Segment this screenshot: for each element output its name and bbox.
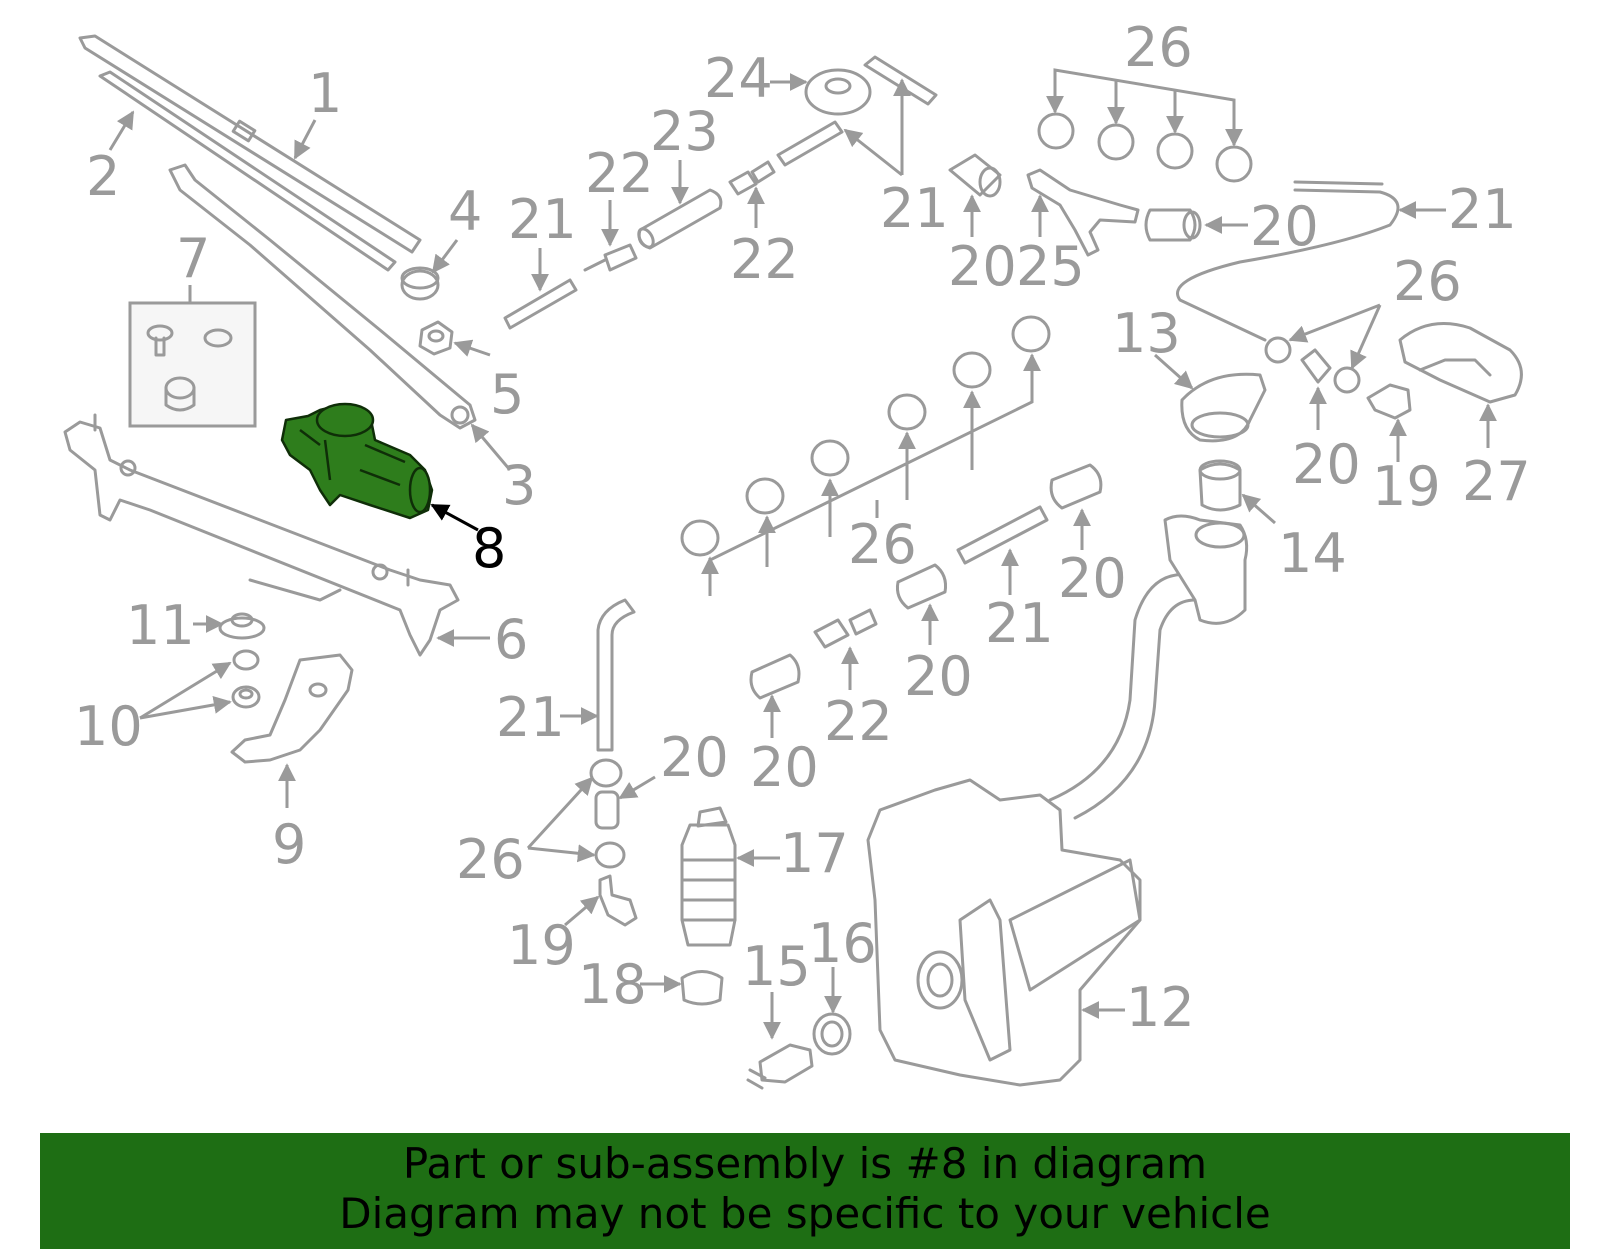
callout-1: 1 bbox=[308, 62, 342, 125]
cap-nut bbox=[400, 266, 440, 301]
callout-20-d: 20 bbox=[1058, 547, 1127, 610]
callout-10: 10 bbox=[74, 695, 143, 758]
clamps-26-top bbox=[1037, 112, 1253, 183]
grommet-top bbox=[218, 612, 266, 640]
long-hose-right bbox=[1176, 180, 1400, 342]
wiper-arm bbox=[168, 163, 477, 430]
check-valve-left bbox=[583, 243, 638, 272]
callout-22-a: 22 bbox=[585, 142, 654, 205]
mounting-bracket bbox=[230, 653, 354, 764]
elbow-19-left bbox=[598, 874, 638, 927]
coupler-20-top bbox=[948, 153, 1002, 198]
callout-22-b: 22 bbox=[730, 228, 799, 291]
callout-23: 23 bbox=[650, 100, 719, 163]
check-valve-right bbox=[728, 160, 776, 196]
callout-21-d: 21 bbox=[985, 592, 1054, 655]
callout-26-c: 26 bbox=[848, 513, 917, 576]
callout-26-a: 26 bbox=[1124, 16, 1193, 79]
banner-line-2: Diagram may not be specific to your vehi… bbox=[339, 1189, 1271, 1238]
clamp-26-lower bbox=[594, 841, 626, 869]
callout-21-a: 21 bbox=[508, 188, 577, 251]
callout-25: 25 bbox=[1016, 235, 1085, 298]
callout-20-f: 20 bbox=[750, 736, 819, 799]
neck-adapter-14 bbox=[1198, 459, 1242, 512]
hex-nut bbox=[418, 320, 454, 356]
callout-22-c: 22 bbox=[824, 690, 893, 753]
callout-21-b: 21 bbox=[880, 177, 949, 240]
connector-tube bbox=[637, 188, 723, 250]
callout-20-b: 20 bbox=[1250, 195, 1319, 258]
callout-26-d: 26 bbox=[456, 828, 525, 891]
clamp-26-right-a bbox=[1264, 336, 1292, 364]
banner-line-1: Part or sub-assembly is #8 in diagram bbox=[402, 1139, 1208, 1188]
wiper-blade bbox=[78, 34, 422, 272]
callout-20-g: 20 bbox=[660, 726, 729, 789]
callout-27: 27 bbox=[1462, 450, 1531, 513]
callout-6: 6 bbox=[494, 608, 528, 671]
coupler-20-mid bbox=[896, 563, 947, 610]
grommet-middle bbox=[232, 649, 260, 671]
leader-lines bbox=[108, 68, 1497, 1040]
filler-hose bbox=[1048, 573, 1197, 820]
callout-16: 16 bbox=[808, 912, 877, 975]
coupler-20-mid-right bbox=[1049, 463, 1103, 510]
callout-20-e: 20 bbox=[904, 645, 973, 708]
callout-21-c: 21 bbox=[1448, 178, 1517, 241]
callout-12: 12 bbox=[1126, 976, 1195, 1039]
callout-21-e: 21 bbox=[496, 686, 565, 749]
clamp-26-right-b bbox=[1333, 366, 1361, 394]
callout-8-highlighted[interactable]: 8 bbox=[472, 517, 506, 580]
coupler-20-lower bbox=[749, 653, 801, 700]
callout-24: 24 bbox=[704, 47, 773, 110]
callout-15: 15 bbox=[742, 935, 811, 998]
callout-13: 13 bbox=[1112, 302, 1181, 365]
notice-banner: Part or sub-assembly is #8 in diagram Di… bbox=[40, 1133, 1570, 1249]
hose-top-left bbox=[503, 278, 578, 330]
elbow-19-right bbox=[1366, 383, 1412, 420]
washer-reservoir bbox=[866, 778, 1142, 1087]
callout-5: 5 bbox=[490, 363, 524, 426]
wiper-linkage bbox=[63, 413, 460, 657]
callout-3: 3 bbox=[502, 454, 536, 517]
level-sensor bbox=[746, 1043, 814, 1090]
grommet-bottom bbox=[231, 685, 261, 709]
callout-26-b: 26 bbox=[1393, 250, 1462, 313]
washer-pump bbox=[680, 806, 737, 947]
pump-grommet bbox=[680, 970, 724, 1006]
callout-7: 7 bbox=[176, 227, 210, 290]
callout-9: 9 bbox=[272, 813, 306, 876]
y-connector bbox=[1026, 168, 1140, 257]
washer-nozzle-27 bbox=[1398, 322, 1523, 404]
hose-top-right bbox=[776, 120, 844, 167]
grommet-24 bbox=[804, 68, 872, 116]
callout-11: 11 bbox=[126, 594, 195, 657]
callout-18: 18 bbox=[578, 953, 647, 1016]
callout-2: 2 bbox=[86, 145, 120, 208]
callout-17: 17 bbox=[780, 822, 849, 885]
callout-19-left: 19 bbox=[507, 914, 576, 977]
sensor-seal bbox=[812, 1012, 852, 1056]
hose-21-mid bbox=[956, 505, 1049, 565]
callout-20-c: 20 bbox=[1292, 433, 1361, 496]
coupler-20-right-b bbox=[1300, 348, 1332, 384]
callout-19-right: 19 bbox=[1372, 455, 1441, 518]
hardware-kit-box bbox=[128, 301, 257, 428]
coupler-20-vertical bbox=[594, 790, 620, 830]
clamps-26-middle bbox=[680, 315, 1051, 557]
filler-neck bbox=[1163, 514, 1249, 625]
clamp-26-upper bbox=[589, 758, 623, 788]
filler-cap-13 bbox=[1180, 372, 1267, 443]
callout-4: 4 bbox=[448, 180, 482, 243]
coupler-20-right bbox=[1144, 208, 1202, 242]
wiper-motor-highlighted[interactable] bbox=[280, 402, 434, 520]
check-valve-22-mid bbox=[813, 608, 878, 649]
callout-labels: 1 2 3 4 5 6 7 8 9 10 11 12 13 14 15 16 1… bbox=[74, 16, 1531, 1039]
hose-21-vertical bbox=[596, 598, 636, 752]
callout-14: 14 bbox=[1278, 522, 1347, 585]
callout-20-a: 20 bbox=[948, 235, 1017, 298]
